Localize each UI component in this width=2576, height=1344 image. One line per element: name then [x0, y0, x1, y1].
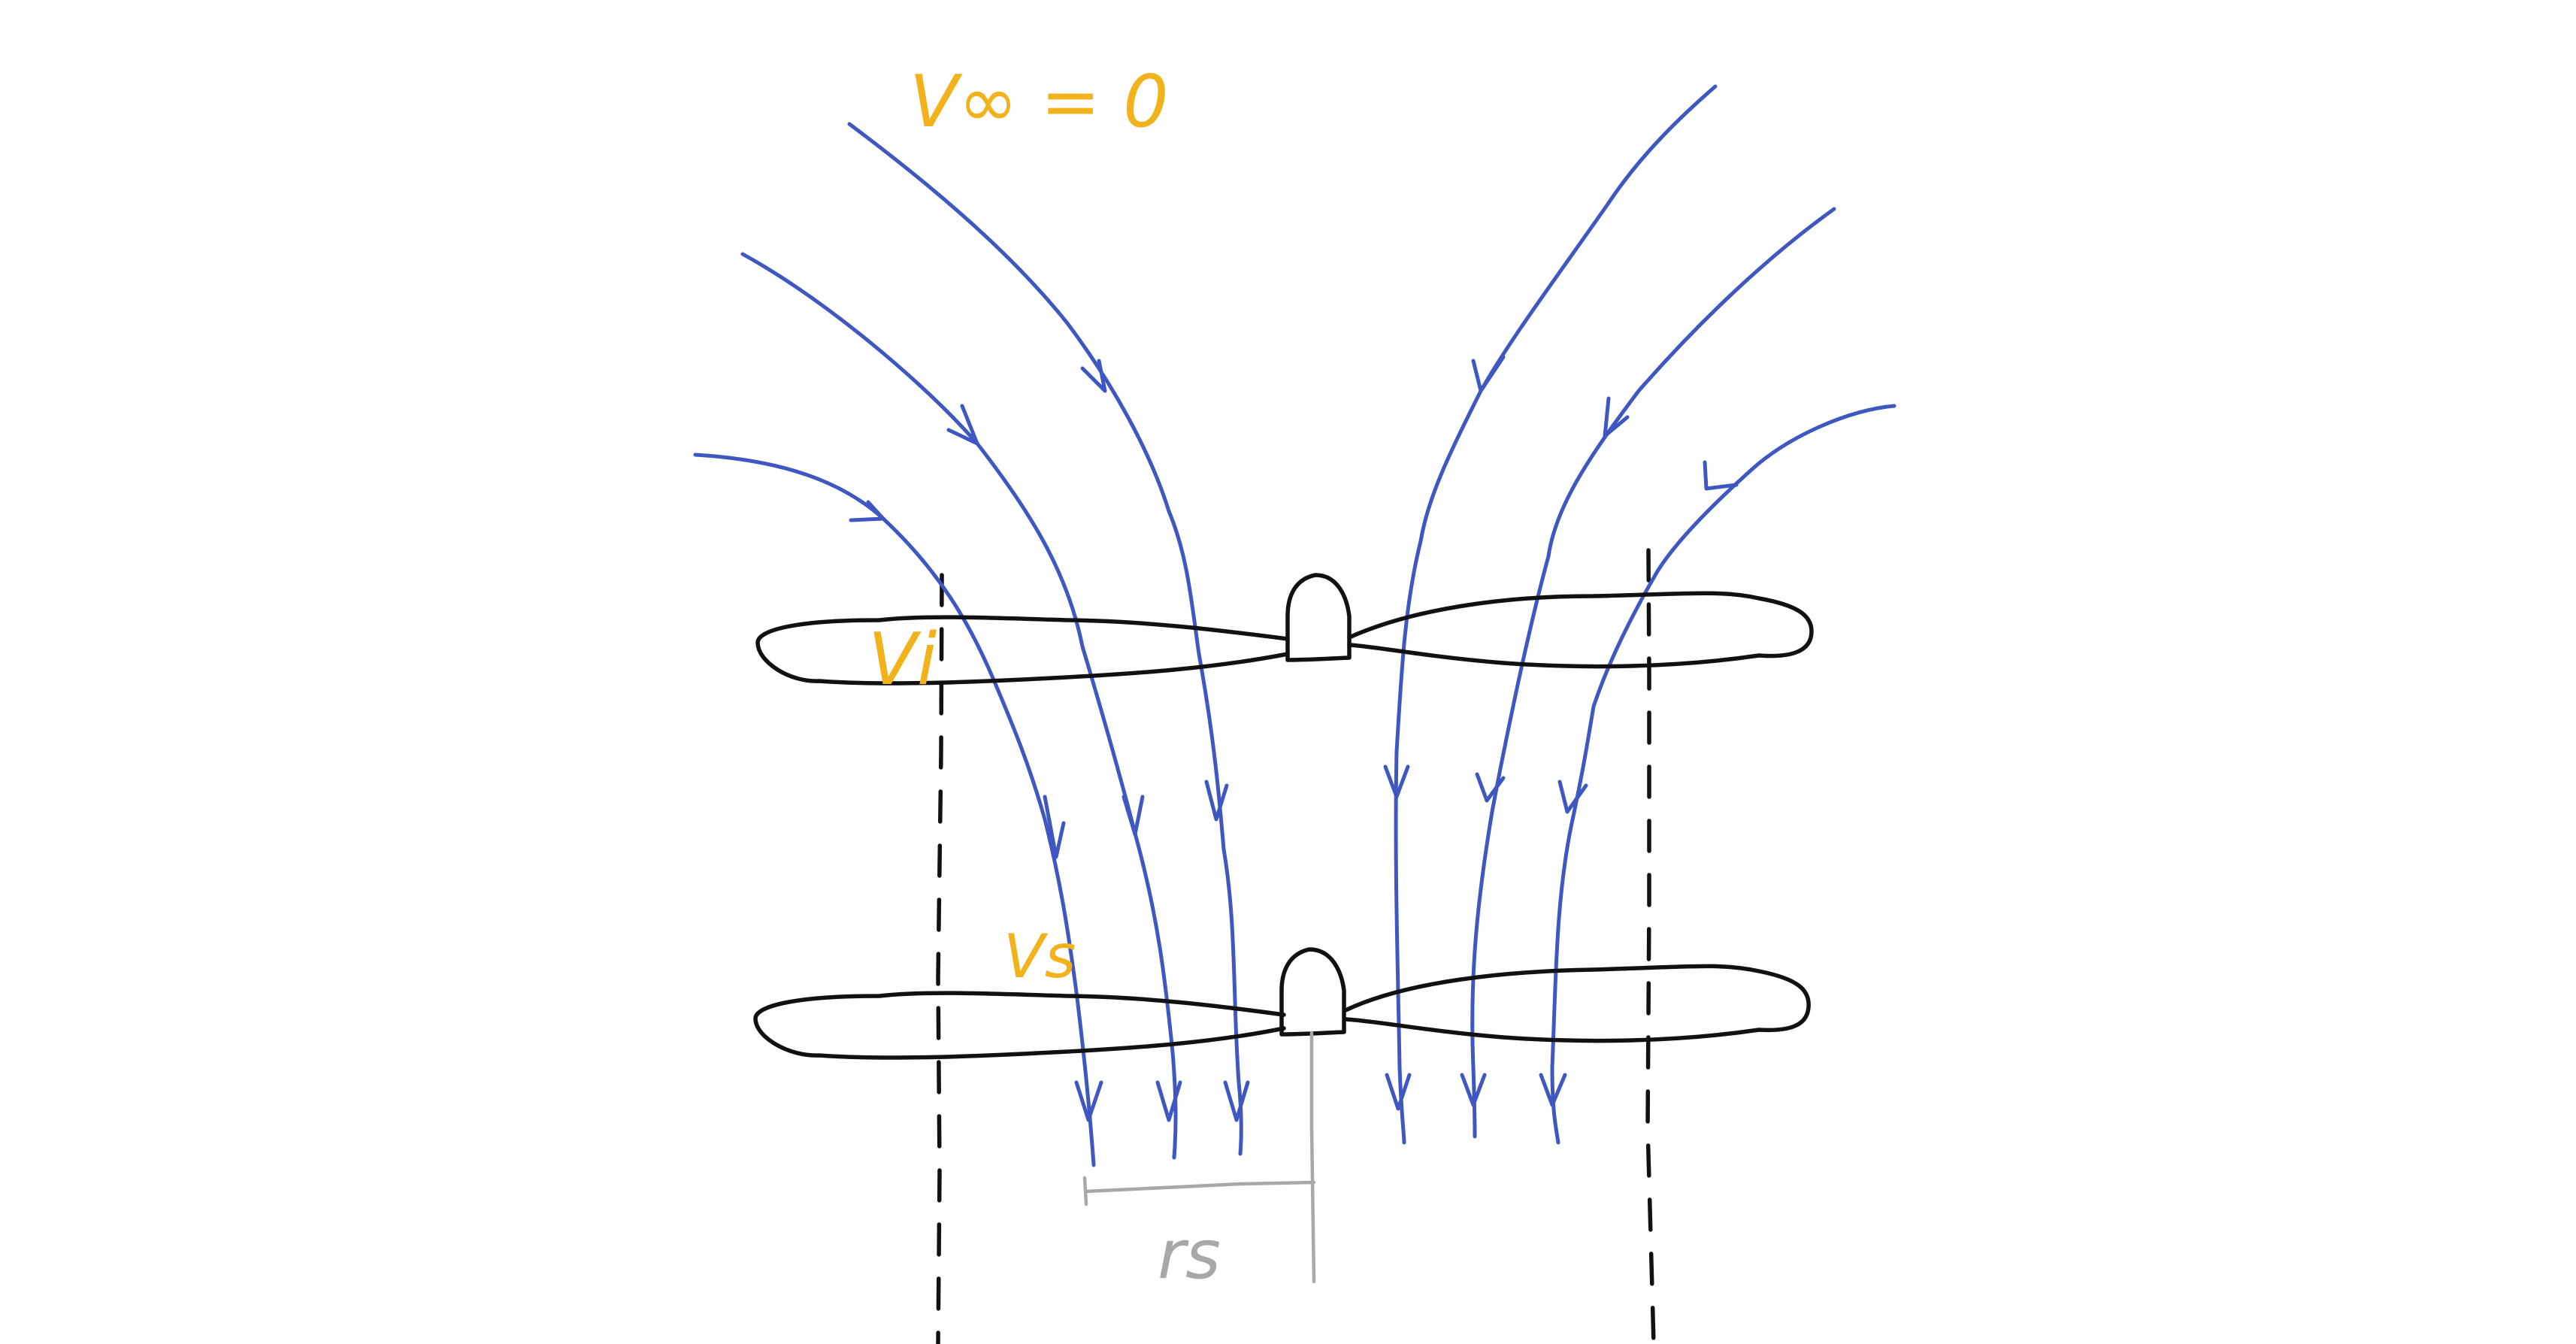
diagram-labels: V∞ = 0 Vi Vs rs — [868, 61, 1221, 1294]
arrowhead-icon — [1204, 779, 1229, 822]
arrowhead-icon — [946, 404, 979, 446]
arrowhead-icon — [849, 500, 885, 522]
arrowhead-icon — [1383, 764, 1410, 799]
arrowhead-icon — [1460, 1073, 1487, 1107]
propeller-icon — [1279, 947, 1346, 1037]
left-slipstream-boundary — [936, 573, 944, 1344]
arrowhead-icon — [1603, 396, 1630, 438]
rs-dimension-line — [1084, 1180, 1316, 1194]
freestream-velocity-label: V∞ = 0 — [910, 61, 1169, 144]
lower-rotor — [753, 947, 1811, 1060]
rs-vertical-leader — [1309, 1031, 1316, 1284]
streamline-right-2 — [1470, 207, 1836, 1139]
arrowhead-icon — [1557, 779, 1588, 814]
upper-rotor-right-blade — [1347, 591, 1814, 669]
lower-rotor-left-blade — [753, 991, 1286, 1060]
arrowhead-icon — [1539, 1073, 1567, 1107]
rs-left-tick — [1082, 1176, 1088, 1206]
arrowhead-icon — [1043, 795, 1066, 859]
arrowhead-icon — [1223, 1080, 1250, 1122]
arrowhead-icon — [1122, 795, 1145, 837]
arrowhead-icon — [1385, 1073, 1412, 1111]
arrowhead-icon — [1703, 460, 1739, 491]
lower-rotor-right-blade — [1343, 964, 1811, 1043]
upper-rotor-left-blade — [755, 615, 1290, 686]
arrowhead-icon — [1155, 1080, 1182, 1122]
arrowhead-icon — [1471, 355, 1506, 393]
slipstream-radius-label: rs — [1158, 1215, 1221, 1294]
streamline-right-3 — [1550, 404, 1896, 1145]
streamlines — [693, 84, 1896, 1167]
induced-velocity-label: Vi — [868, 619, 937, 701]
slipstream-boundaries — [936, 548, 1656, 1344]
rs-dimension — [1082, 1031, 1316, 1284]
flow-arrowheads — [849, 355, 1739, 1122]
upper-rotor — [755, 573, 1814, 686]
streamline-right-1 — [1394, 84, 1718, 1145]
arrowhead-icon — [1475, 772, 1506, 803]
slipstream-velocity-label: Vs — [1003, 922, 1076, 991]
streamline-left-1 — [693, 453, 1096, 1167]
streamline-left-2 — [740, 252, 1178, 1160]
right-slipstream-boundary — [1645, 548, 1656, 1344]
arrowhead-icon — [1074, 1080, 1103, 1122]
arrowhead-icon — [1080, 359, 1107, 393]
propeller-icon — [1285, 573, 1352, 662]
streamline-left-3 — [847, 122, 1243, 1156]
